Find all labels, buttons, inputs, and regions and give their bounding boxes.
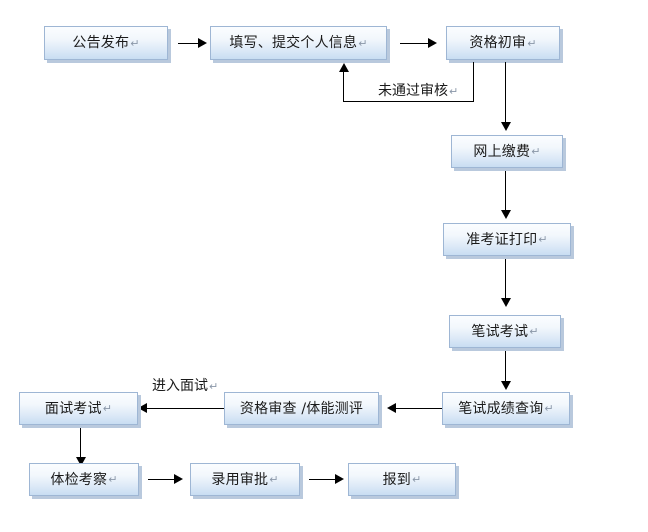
node-print-ticket[interactable]: 准考证打印↵ bbox=[443, 223, 571, 256]
arrowhead-down-icon bbox=[501, 381, 511, 390]
pilcrow-glyph: ↵ bbox=[108, 473, 118, 486]
node-submit-info-label: 填写、提交个人信息 bbox=[229, 35, 358, 51]
edge-submit-to-review bbox=[400, 43, 433, 44]
arrowhead-right-icon bbox=[174, 474, 183, 484]
edge-ticket-to-exam bbox=[505, 259, 506, 301]
pilcrow-glyph: ↵ bbox=[527, 36, 537, 50]
arrowhead-down-icon bbox=[501, 210, 511, 219]
pilcrow-glyph: ↵ bbox=[529, 325, 539, 338]
node-hire-approval-label: 录用审批 bbox=[211, 471, 269, 488]
edge-pay-to-ticket bbox=[505, 171, 506, 213]
node-qual-fitness[interactable]: 资格审查 /体能测评 bbox=[224, 392, 379, 425]
node-online-pay-label: 网上缴费 bbox=[473, 143, 531, 160]
pilcrow-glyph: ↵ bbox=[358, 36, 368, 50]
edge-label-enter-interview: 进入面试↵ bbox=[152, 379, 218, 393]
edge-approval-to-report bbox=[309, 479, 340, 480]
pilcrow-glyph: ↵ bbox=[411, 473, 422, 486]
arrowhead-right-icon bbox=[335, 474, 344, 484]
edge-review-failed-down bbox=[473, 62, 474, 102]
node-written-exam[interactable]: 笔试考试↵ bbox=[449, 315, 561, 348]
node-submit-info[interactable]: 填写、提交个人信息↵ bbox=[210, 26, 387, 60]
node-medical-check[interactable]: 体检考察↵ bbox=[29, 463, 139, 496]
pilcrow-glyph: ↵ bbox=[269, 473, 279, 486]
arrowhead-left-icon bbox=[138, 403, 147, 413]
edge-review-to-pay bbox=[505, 62, 506, 125]
arrowhead-right-icon bbox=[198, 38, 207, 48]
pilcrow-glyph: ↵ bbox=[531, 145, 541, 158]
node-prelim-review-label: 资格初审 bbox=[469, 35, 527, 51]
node-score-query-label: 笔试成绩查询 bbox=[458, 400, 544, 417]
arrowhead-down-icon bbox=[501, 298, 511, 307]
node-score-query[interactable]: 笔试成绩查询↵ bbox=[442, 392, 570, 425]
node-announce-label: 公告发布 bbox=[72, 35, 130, 51]
edge-qual-to-interview bbox=[145, 408, 224, 409]
edge-interview-to-medical bbox=[80, 428, 81, 460]
node-prelim-review[interactable]: 资格初审↵ bbox=[446, 26, 560, 60]
arrowhead-right-icon bbox=[428, 38, 437, 48]
arrowhead-down-icon bbox=[76, 457, 86, 466]
node-interview[interactable]: 面试考试↵ bbox=[19, 392, 138, 425]
pilcrow-glyph: ↵ bbox=[130, 36, 140, 50]
edge-label-review-failed: 未通过审核↵ bbox=[378, 84, 458, 98]
pilcrow-glyph: ↵ bbox=[102, 402, 113, 415]
edge-review-failed-across bbox=[343, 101, 474, 102]
edge-medical-to-approval bbox=[148, 479, 179, 480]
node-print-ticket-label: 准考证打印 bbox=[466, 231, 538, 248]
edge-score-to-qual bbox=[394, 408, 442, 409]
edge-announce-to-submit bbox=[178, 43, 203, 44]
node-announce[interactable]: 公告发布↵ bbox=[44, 26, 168, 60]
node-qual-fitness-label: 资格审查 /体能测评 bbox=[239, 400, 364, 417]
node-medical-check-label: 体检考察 bbox=[50, 471, 108, 488]
edge-label-enter-interview-text: 进入面试 bbox=[152, 378, 208, 394]
pilcrow-glyph: ↵ bbox=[538, 233, 548, 246]
node-report-in[interactable]: 报到↵ bbox=[348, 463, 456, 496]
arrowhead-down-icon bbox=[501, 122, 511, 131]
pilcrow-glyph: ↵ bbox=[544, 402, 554, 415]
edge-label-review-failed-text: 未通过审核 bbox=[378, 83, 448, 99]
pilcrow-glyph: ↵ bbox=[449, 85, 459, 98]
edge-review-failed-up bbox=[343, 72, 344, 102]
node-interview-label: 面试考试 bbox=[44, 400, 102, 417]
edge-exam-to-score bbox=[505, 351, 506, 384]
pilcrow-glyph: ↵ bbox=[209, 380, 219, 393]
arrowhead-left-icon bbox=[387, 403, 396, 413]
arrowhead-up-icon bbox=[339, 63, 349, 72]
node-hire-approval[interactable]: 录用审批↵ bbox=[190, 463, 300, 496]
node-online-pay[interactable]: 网上缴费↵ bbox=[451, 135, 563, 168]
node-report-in-label: 报到 bbox=[382, 471, 411, 488]
node-written-exam-label: 笔试考试 bbox=[471, 323, 529, 340]
